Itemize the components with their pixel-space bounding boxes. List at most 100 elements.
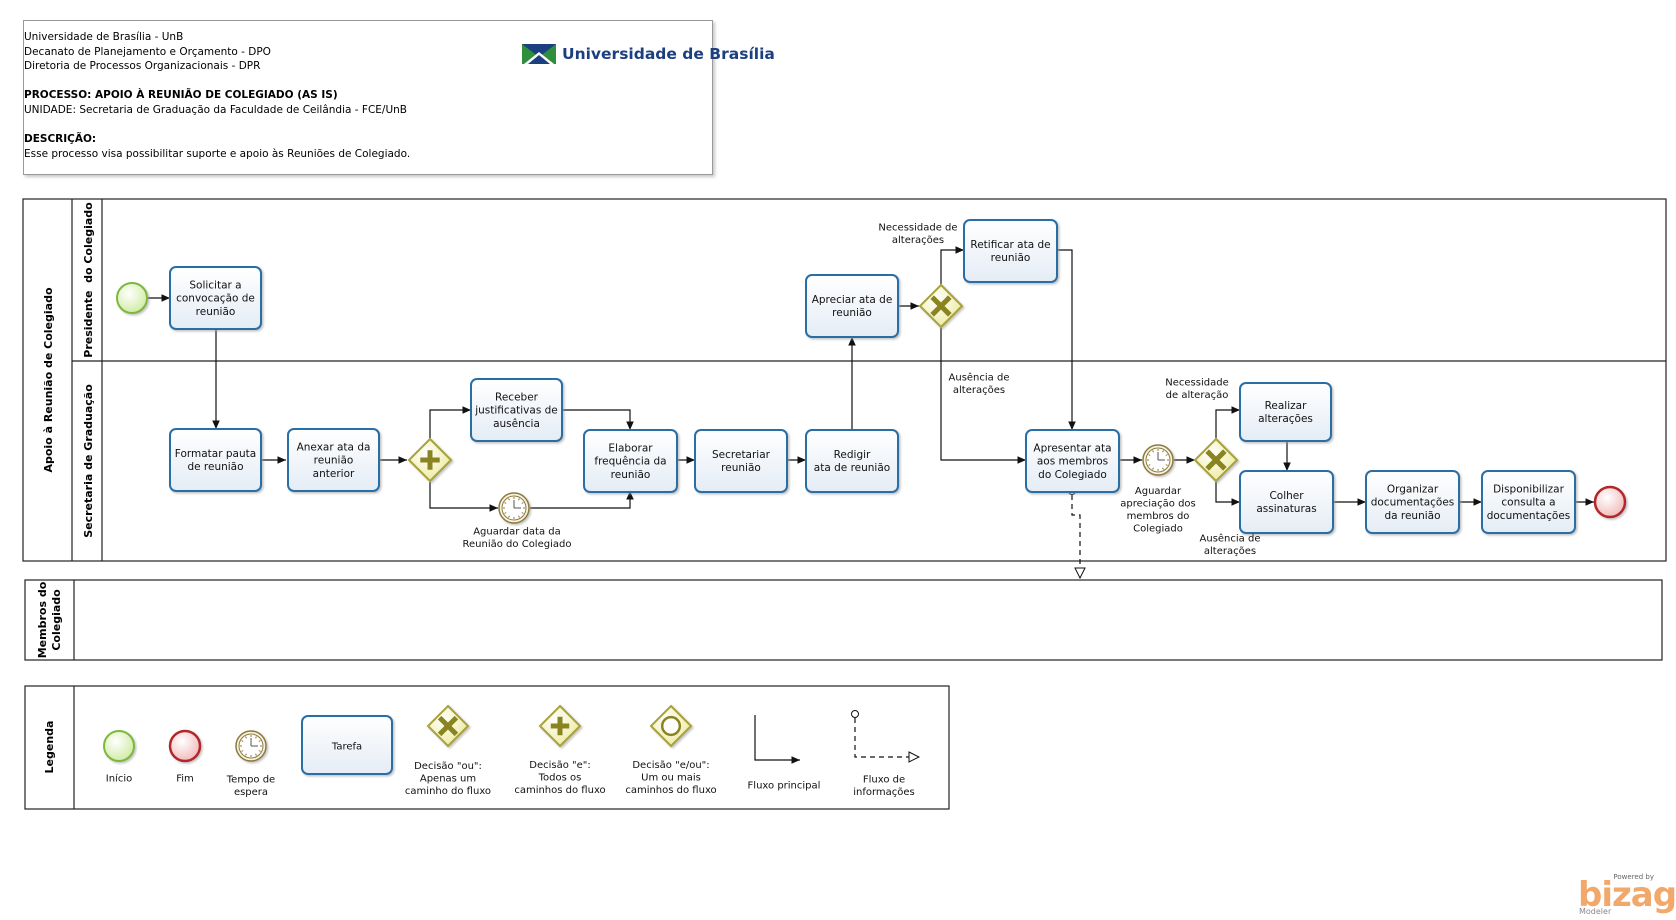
task-elaborar-line-2: frequência da <box>594 456 666 468</box>
task-realizar-line-2: alterações <box>1258 413 1313 425</box>
task-solicitar-line-3: reunião <box>196 306 236 318</box>
flow-label-necessidade-alteracoes: Necessidade de alterações <box>878 222 957 246</box>
header-descricao-label: DESCRIÇÃO: <box>24 133 97 146</box>
legend-label-tempo-line-2: espera <box>234 787 268 798</box>
header-unidade: UNIDADE: Secretaria de Graduação da Facu… <box>24 103 407 116</box>
legend-label-fim-line-1: Fim <box>176 774 194 785</box>
task-apresentar-line-1: Apresentar ata <box>1033 443 1111 455</box>
legend-label-tarefa-line-1: Tarefa <box>331 742 362 753</box>
flow-gateway-timer <box>429 481 498 512</box>
task-receber-line-2: justificativas de <box>474 405 558 417</box>
task-solicitar-line-1: Solicitar a <box>189 280 241 292</box>
task-retificar-line-2: reunião <box>991 252 1031 264</box>
task-colher-line-2: assinaturas <box>1256 503 1316 515</box>
legend-item-fluxo-principal: Fluxo principal <box>748 715 820 792</box>
flow-label-necessidade-alteracoes-line-2: alterações <box>892 235 944 246</box>
start-event[interactable] <box>116 282 148 314</box>
legend-timer-icon[interactable] <box>235 730 267 762</box>
legend-label-tempo-line-1: Tempo de <box>226 774 275 785</box>
flow-retificar-apresentar <box>1057 249 1076 430</box>
legend-info-dot <box>851 710 859 718</box>
legend-label-decisao-eou-line-3: caminhos do fluxo <box>625 785 716 796</box>
flow-gateway-apresentar <box>940 327 1026 464</box>
flow-label-ausencia-alteracoes-1-line-2: alterações <box>953 385 1005 396</box>
flow-label-aguardar-apreciacao-line-2: apreciação dos <box>1120 498 1196 509</box>
task-organizar-line-1: Organizar <box>1387 484 1439 496</box>
legend-start-icon <box>103 730 135 762</box>
header-line-unb: Universidade de Brasília - UnB <box>24 31 184 43</box>
legend-label-fluxo-info-line-2: informações <box>853 787 915 798</box>
sequence-flows <box>147 246 1594 512</box>
membros-label-1: Membros do <box>36 581 49 658</box>
task-retificar-line-1: Retificar ata de <box>970 239 1050 251</box>
bizagi-branding: Powered by bizagi Modeler <box>1578 873 1676 917</box>
flow-timer-elaborar <box>530 491 634 509</box>
flow-label-necessidade-alteracao-line-2: de alteração <box>1166 390 1229 401</box>
legend-gateway-x-icon[interactable] <box>426 704 470 748</box>
legend-label-decisao-e-line-2: Todos os <box>538 773 582 784</box>
gateway-paralelo-1[interactable] <box>407 437 453 483</box>
legend-flow-icon <box>754 715 800 764</box>
task-elaborar-line-3: reunião <box>611 469 651 481</box>
task-solicitar-line-2: convocação de <box>176 293 255 305</box>
gateway-exclusivo-1[interactable] <box>918 283 964 329</box>
flow-label-necessidade-alteracao-line-1: Necessidade <box>1165 377 1228 388</box>
flow-label-aguardar-apreciacao-line-4: Colegiado <box>1133 523 1183 534</box>
flow-label-ausencia-alteracoes-2-line-1: Ausência de <box>1200 532 1261 544</box>
unb-logo-icon <box>522 44 556 64</box>
flow-label-aguardar-apreciacao-line-3: membros do <box>1127 511 1190 522</box>
legend-gateway-plus-icon[interactable] <box>538 704 582 748</box>
lane-label-secretaria: Secretaria de Graduação <box>82 384 95 538</box>
flow-label-aguardar-apreciacao-line-1: Aguardar <box>1135 486 1182 497</box>
header-descricao: Esse processo visa possibilitar suporte … <box>24 147 411 160</box>
legend-label-decisao-eou-line-2: Um ou mais <box>641 773 701 784</box>
task-organizar-line-2: documentações <box>1371 497 1455 509</box>
task-redigir-line-1: Redigir <box>834 449 871 461</box>
timer-aguardar-apreciacao[interactable] <box>1142 444 1174 476</box>
timer-aguardar-data[interactable] <box>498 492 530 524</box>
task-anexar-line-2: reunião <box>314 455 354 467</box>
legend-item-tempo: Tempo de espera <box>226 730 275 798</box>
gateway-exclusivo-2[interactable] <box>1193 437 1239 483</box>
bizagi-modeler-text: Modeler <box>1579 907 1612 916</box>
legend-item-inicio: Início <box>103 730 135 785</box>
task-anexar-line-3: anterior <box>313 468 355 480</box>
header-processo: PROCESSO: APOIO À REUNIÃO DE COLEGIADO (… <box>24 89 338 102</box>
unb-logo: Universidade de Brasília <box>522 43 775 65</box>
task-disponibilizar-line-2: consulta a <box>1501 497 1555 509</box>
end-event[interactable] <box>1593 485 1627 519</box>
lane-label-presidente: Presidente do Colegiado <box>82 202 95 358</box>
unb-logo-text: Universidade de Brasília <box>562 44 775 63</box>
legend-info-icon <box>854 718 919 757</box>
task-receber-line-1: Receber <box>495 392 539 404</box>
powered-by-text: Powered by <box>1613 873 1654 881</box>
task-receber-line-3: ausência <box>493 418 540 430</box>
flow-label-necessidade-alteracoes-line-1: Necessidade de <box>878 222 957 233</box>
flow-receber-elaborar <box>562 409 634 430</box>
task-anexar-line-1: Anexar ata da <box>297 442 371 454</box>
flow-gateway2-colher <box>1215 481 1240 506</box>
legend-label-decisao-e-line-1: Decisão "e": <box>529 760 590 771</box>
legend-gateway-o-icon[interactable] <box>649 704 693 748</box>
task-apreciar-line-2: reunião <box>832 307 872 319</box>
